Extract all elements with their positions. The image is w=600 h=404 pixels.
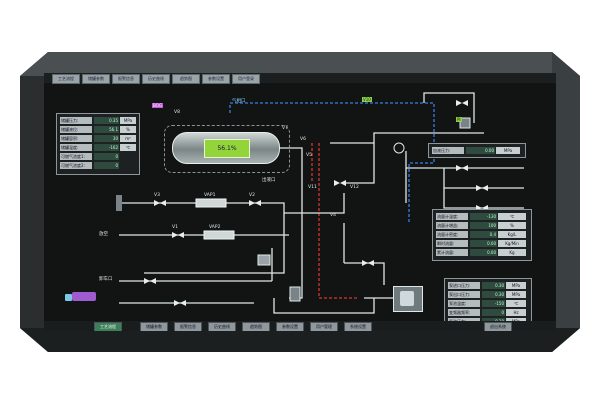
- fill-pressure-label: 加液压力:: [432, 147, 464, 154]
- gas-conc2-value: 0: [94, 162, 119, 169]
- tank-volume-label: 储罐容积:: [60, 135, 92, 142]
- flow-rate-label: 瞬时流量:: [436, 240, 468, 247]
- bottom-tab-process[interactable]: 工艺流程: [94, 322, 122, 331]
- flow-gain-label: 流量计增益:: [436, 222, 468, 229]
- tank-level-unit: %: [120, 126, 136, 133]
- pump-out-pressure-unit: MPa: [506, 291, 526, 298]
- top-tab-process[interactable]: 工艺流程: [52, 74, 80, 84]
- label-v8: V8: [174, 110, 180, 115]
- label-v4: V4: [330, 213, 336, 218]
- lng-storage-tank[interactable]: 56.1%: [172, 132, 280, 164]
- tank-level-label: 储罐液位:: [60, 126, 92, 133]
- tank-temp-value: -162: [94, 144, 119, 151]
- flow-gain-unit: %: [498, 222, 526, 229]
- flow-rate-value: 0.00: [470, 240, 497, 247]
- pump-temp-value: -150: [482, 300, 505, 307]
- bottom-tab-trend[interactable]: 趋势图: [242, 322, 270, 331]
- label-v12: V12: [350, 185, 359, 190]
- label-v1: V1: [172, 225, 178, 230]
- gas-conc2-label: 可燃气浓度2:: [60, 162, 92, 169]
- vfd-freq-label: 变频器频率:: [448, 309, 480, 316]
- flow-temp-unit: ℃: [498, 213, 526, 220]
- flow-gain-value: 100: [470, 222, 497, 229]
- label-v7: V7: [282, 126, 288, 131]
- top-tab-alarm[interactable]: 报警信息: [112, 74, 140, 84]
- label-vent: 放空: [99, 232, 108, 237]
- submersible-pump[interactable]: [393, 286, 423, 312]
- bottom-nav-bar: 工艺流程 储罐参数 报警信息 历史曲线 趋势图 参数设置 用户管理 系统设置 退…: [44, 321, 556, 331]
- label-gas-out: 气相口: [232, 99, 246, 104]
- gas-conc1-label: 可燃气浓度1:: [60, 153, 92, 160]
- label-v2: V2: [249, 193, 255, 198]
- tank-level-value: 56.1: [94, 126, 119, 133]
- bottom-tab-exit[interactable]: 退出系统: [484, 322, 512, 331]
- flow-density-value: 0.4: [470, 231, 497, 238]
- vfd-freq-value: 0: [482, 309, 505, 316]
- label-v3: V3: [154, 193, 160, 198]
- tank-volume-value: 30: [94, 135, 119, 142]
- label-vap2: VAP2: [209, 225, 221, 230]
- label-vap1: VAP1: [204, 193, 216, 198]
- flow-total-label: 累计流量:: [436, 249, 468, 256]
- bottom-tab-alarm[interactable]: 报警信息: [174, 322, 202, 331]
- tank-frame: [164, 125, 290, 173]
- label-pi: PI: [456, 117, 462, 122]
- top-tab-tank[interactable]: 储罐参数: [82, 74, 110, 84]
- label-bog: BOG: [152, 103, 163, 108]
- fill-pressure-unit: MPa: [496, 147, 520, 154]
- label-v5: V5: [306, 153, 312, 158]
- top-menu-bar: 工艺流程 储罐参数 报警信息 历史曲线 趋势图 参数设置 用户登录: [44, 73, 556, 84]
- bottom-tab-history[interactable]: 历史曲线: [208, 322, 236, 331]
- flow-total-unit: Kg: [498, 249, 526, 256]
- process-diagram: [116, 92, 524, 314]
- pump-temp-label: 泵池温度:: [448, 300, 480, 307]
- bottom-tab-params[interactable]: 参数设置: [276, 322, 304, 331]
- flow-temp-value: -130: [470, 213, 497, 220]
- tank-pressure-unit: MPa: [120, 117, 136, 124]
- tank-temp-label: 储罐温度:: [60, 144, 92, 151]
- flow-temp-label: 流量计温度:: [436, 213, 468, 220]
- fill-pressure-value: 0.00: [466, 147, 495, 154]
- bottom-tab-system[interactable]: 系统设置: [344, 322, 372, 331]
- top-tab-login[interactable]: 用户登录: [232, 74, 260, 84]
- pump-in-pressure-label: 泵进口压力:: [448, 282, 480, 289]
- label-v10: V10: [362, 97, 372, 102]
- pump-in-pressure-unit: MPa: [506, 282, 526, 289]
- label-liquid-out: 出液口: [262, 178, 276, 183]
- tank-level-display: 56.1%: [204, 139, 250, 158]
- tank-temp-unit: ℃: [120, 144, 136, 151]
- pump-temp-unit: ℃: [506, 300, 526, 307]
- top-tab-history[interactable]: 历史曲线: [142, 74, 170, 84]
- top-tab-trend[interactable]: 趋势图: [172, 74, 200, 84]
- flow-rate-unit: Kg/Min: [498, 240, 526, 247]
- label-unload: 卸车口: [99, 277, 113, 282]
- tanker-truck-icon: [65, 292, 96, 301]
- bottom-tab-tank[interactable]: 储罐参数: [140, 322, 168, 331]
- tank-pressure-value: 0.35: [94, 117, 119, 124]
- pump-out-pressure-value: 0.30: [482, 291, 505, 298]
- flow-density-unit: Kg/L: [498, 231, 526, 238]
- pump-in-pressure-value: 0.30: [482, 282, 505, 289]
- label-v6: V6: [300, 137, 306, 142]
- flow-density-label: 流量计密度:: [436, 231, 468, 238]
- hmi-screen: 工艺流程 储罐参数 报警信息 历史曲线 趋势图 参数设置 用户登录: [44, 73, 556, 331]
- flow-total-value: 0.00: [470, 249, 497, 256]
- tank-pressure-label: 储罐压力:: [60, 117, 92, 124]
- label-v11: V11: [308, 185, 317, 190]
- bottom-tab-users[interactable]: 用户管理: [310, 322, 338, 331]
- tank-volume-unit: m³: [120, 135, 136, 142]
- pump-out-pressure-label: 泵出口压力:: [448, 291, 480, 298]
- gas-conc1-value: 0: [94, 153, 119, 160]
- vfd-freq-unit: Hz: [506, 309, 526, 316]
- top-tab-settings[interactable]: 参数设置: [202, 74, 230, 84]
